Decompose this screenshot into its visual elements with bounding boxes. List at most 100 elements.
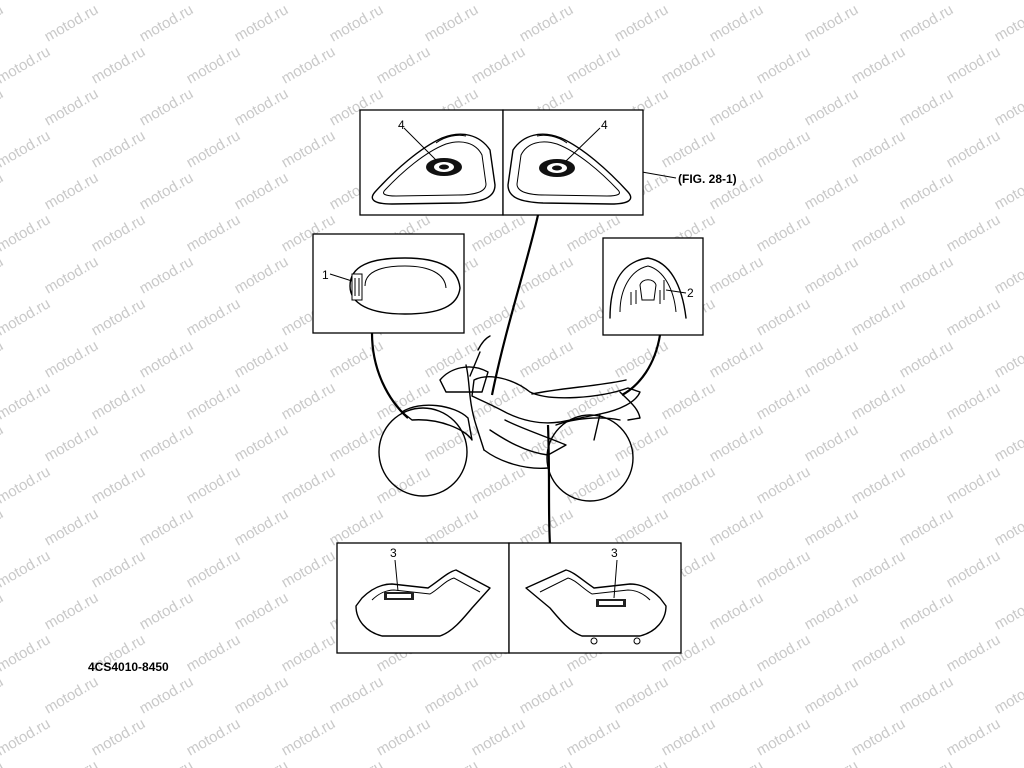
watermark-text: motod.ru: [707, 253, 767, 297]
watermark-text: motod.ru: [184, 43, 244, 87]
watermark-text: motod.ru: [0, 463, 53, 507]
watermark-text: motod.ru: [0, 85, 6, 129]
watermark-text: motod.ru: [89, 547, 149, 591]
watermark-text: motod.ru: [374, 0, 434, 3]
watermark-text: motod.ru: [89, 127, 149, 171]
watermark-text: motod.ru: [0, 0, 53, 3]
watermark-text: motod.ru: [659, 43, 719, 87]
watermark-text: motod.ru: [992, 505, 1024, 549]
watermark-text: motod.ru: [137, 421, 197, 465]
watermark-text: motod.ru: [517, 757, 577, 768]
watermark-text: motod.ru: [137, 1, 197, 45]
rear-fender-decal-icon: [602, 237, 704, 336]
seat-decal-icon: [312, 233, 465, 334]
watermark-text: motod.ru: [42, 757, 102, 768]
watermark-text: motod.ru: [849, 295, 909, 339]
watermark-text: motod.ru: [42, 85, 102, 129]
watermark-text: motod.ru: [279, 715, 339, 759]
watermark-text: motod.ru: [327, 1, 387, 45]
watermark-text: motod.ru: [184, 547, 244, 591]
watermark-text: motod.ru: [42, 1, 102, 45]
watermark-text: motod.ru: [232, 757, 292, 768]
watermark-text: motod.ru: [0, 715, 53, 759]
watermark-text: motod.ru: [0, 589, 6, 633]
watermark-text: motod.ru: [754, 127, 814, 171]
watermark-text: motod.ru: [802, 85, 862, 129]
watermark-text: motod.ru: [992, 589, 1024, 633]
watermark-text: motod.ru: [42, 169, 102, 213]
watermark-text: motod.ru: [469, 43, 529, 87]
watermark-text: motod.ru: [0, 421, 6, 465]
watermark-text: motod.ru: [612, 673, 672, 717]
watermark-text: motod.ru: [137, 757, 197, 768]
watermark-text: motod.ru: [422, 757, 482, 768]
watermark-text: motod.ru: [184, 631, 244, 675]
watermark-text: motod.ru: [232, 337, 292, 381]
watermark-text: motod.ru: [469, 0, 529, 3]
watermark-text: motod.ru: [849, 379, 909, 423]
watermark-text: motod.ru: [707, 505, 767, 549]
watermark-text: motod.ru: [754, 295, 814, 339]
watermark-text: motod.ru: [0, 253, 6, 297]
yamaha-tank-emblem-icon-right: [539, 127, 601, 177]
watermark-text: motod.ru: [754, 379, 814, 423]
side-cover-view-left: [336, 542, 510, 654]
watermark-text: motod.ru: [802, 757, 862, 768]
side-cover-emblem-icon-right: [596, 559, 626, 607]
watermark-text: motod.ru: [754, 0, 814, 3]
watermark-text: motod.ru: [42, 421, 102, 465]
watermark-text: motod.ru: [802, 1, 862, 45]
watermark-text: motod.ru: [0, 379, 53, 423]
watermark-text: motod.ru: [707, 337, 767, 381]
watermark-text: motod.ru: [992, 337, 1024, 381]
watermark-text: motod.ru: [89, 211, 149, 255]
watermark-text: motod.ru: [564, 715, 624, 759]
watermark-text: motod.ru: [0, 505, 6, 549]
watermark-text: motod.ru: [232, 421, 292, 465]
watermark-text: motod.ru: [754, 547, 814, 591]
watermark-text: motod.ru: [89, 715, 149, 759]
watermark-text: motod.ru: [279, 631, 339, 675]
watermark-text: motod.ru: [612, 1, 672, 45]
watermark-text: motod.ru: [992, 169, 1024, 213]
watermark-text: motod.ru: [754, 211, 814, 255]
watermark-text: motod.ru: [707, 421, 767, 465]
watermark-text: motod.ru: [137, 505, 197, 549]
watermark-text: motod.ru: [232, 85, 292, 129]
watermark-text: motod.ru: [232, 253, 292, 297]
watermark-text: motod.ru: [0, 43, 53, 87]
watermark-text: motod.ru: [802, 589, 862, 633]
watermark-text: motod.ru: [802, 673, 862, 717]
watermark-text: motod.ru: [944, 0, 1004, 3]
watermark-text: motod.ru: [0, 631, 53, 675]
watermark-text: motod.ru: [659, 0, 719, 3]
watermark-text: motod.ru: [849, 463, 909, 507]
watermark-text: motod.ru: [42, 253, 102, 297]
watermark-text: motod.ru: [659, 379, 719, 423]
watermark-text: motod.ru: [327, 673, 387, 717]
watermark-text: motod.ru: [897, 169, 957, 213]
watermark-text: motod.ru: [992, 85, 1024, 129]
watermark-text: motod.ru: [992, 757, 1024, 768]
callout-3-right: 3: [611, 546, 618, 560]
watermark-text: motod.ru: [469, 295, 529, 339]
watermark-text: motod.ru: [0, 673, 6, 717]
watermark-text: motod.ru: [469, 379, 529, 423]
watermark-text: motod.ru: [89, 463, 149, 507]
watermark-text: motod.ru: [802, 253, 862, 297]
watermark-text: motod.ru: [707, 1, 767, 45]
watermark-text: motod.ru: [137, 85, 197, 129]
callout-3-left: 3: [390, 546, 397, 560]
watermark-text: motod.ru: [897, 421, 957, 465]
watermark-text: motod.ru: [517, 1, 577, 45]
watermark-text: motod.ru: [0, 211, 53, 255]
watermark-text: motod.ru: [944, 43, 1004, 87]
watermark-text: motod.ru: [849, 127, 909, 171]
watermark-text: motod.ru: [374, 43, 434, 87]
watermark-text: motod.ru: [754, 631, 814, 675]
side-cover-emblem-icon: [384, 559, 414, 600]
watermark-text: motod.ru: [897, 85, 957, 129]
watermark-text: motod.ru: [184, 379, 244, 423]
watermark-text: motod.ru: [849, 0, 909, 3]
